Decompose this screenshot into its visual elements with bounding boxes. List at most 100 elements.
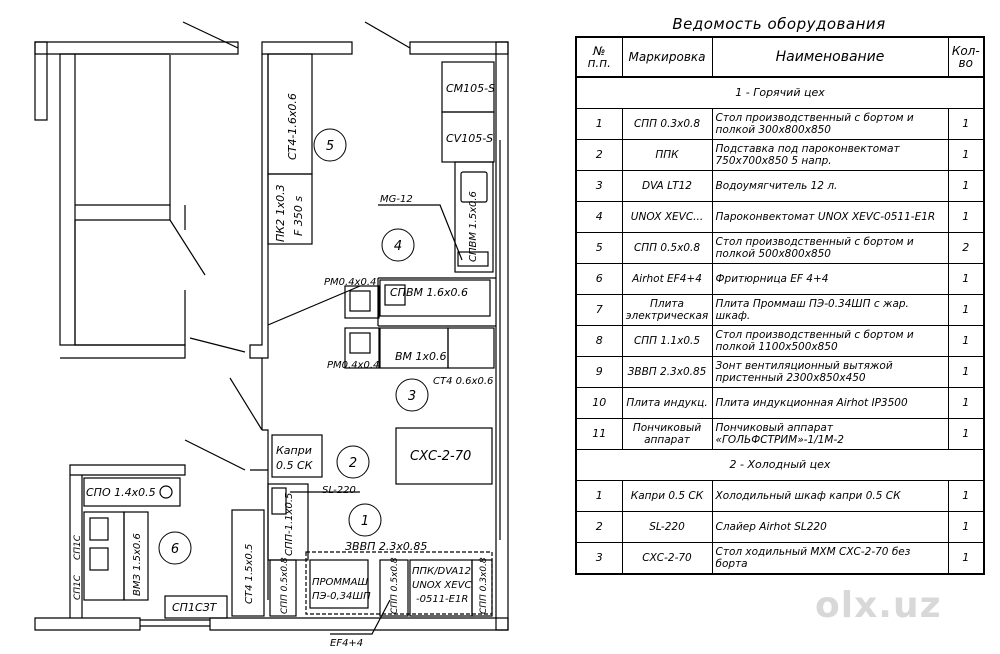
- cell-qty: 1: [947, 480, 985, 512]
- room-6-number: 6: [171, 542, 179, 557]
- cell-mark: Airhot EF4+4: [621, 263, 713, 295]
- cell-name: Плита индукционная Airhot IP3500: [711, 387, 949, 419]
- label-pk2: ПК2 1х0.3: [274, 184, 287, 242]
- label-spp05b: СПП 0.5х0.8: [390, 557, 400, 614]
- sink-r6b: [89, 547, 109, 571]
- cell-qty: 1: [947, 418, 985, 450]
- cell-mark: SL-220: [621, 511, 713, 543]
- cell-qty: 1: [947, 263, 985, 295]
- wall-top-mid: [261, 41, 353, 55]
- label-kapri2: 0.5 СК: [276, 459, 314, 472]
- cell-mark: СПП 1.1х0.5: [621, 325, 713, 357]
- section-title: 2 - Холодный цех: [575, 449, 985, 481]
- cell-qty: 1: [947, 201, 985, 233]
- header-name: Наименование: [711, 36, 949, 78]
- cell-qty: 1: [947, 108, 985, 140]
- label-sp1b: СП1С: [73, 574, 83, 600]
- cell-name: Пароконвектомат UNOX XEVC-0511-E1R: [711, 201, 949, 233]
- door-line-4: [189, 337, 246, 353]
- left-room-a: [75, 53, 171, 221]
- cell-qty: 1: [947, 170, 985, 202]
- kapri-box: [271, 434, 323, 478]
- cell-mark: UNOX XEVC...: [621, 201, 713, 233]
- room-2-number: 2: [349, 456, 357, 471]
- cell-qty: 1: [947, 387, 985, 419]
- room-5-circle: [313, 128, 347, 162]
- schedule-title: Ведомость оборудования: [672, 15, 886, 33]
- header-qty: Кол-во: [947, 36, 985, 78]
- label-spp11: СПП-1.1х0.5: [284, 493, 295, 556]
- cell-name: Подставка под пароконвектомат 750х700х85…: [711, 139, 949, 171]
- door-line-5: [229, 377, 263, 431]
- label-sl220: SL-220: [322, 485, 356, 496]
- cell-mark: Капри 0.5 СК: [621, 480, 713, 512]
- watermark-logo: olx.uz: [815, 585, 942, 626]
- label-spo: СПО 1.4х0.5: [86, 486, 156, 499]
- label-spvm16: СПВМ 1.6х0.6: [390, 286, 468, 299]
- cell-name: Водоумягчитель 12 л.: [711, 170, 949, 202]
- spo-box: [83, 477, 181, 507]
- cell-num: 3: [575, 542, 623, 575]
- cell-num: 11: [575, 418, 623, 450]
- sink-r6a: [89, 517, 109, 541]
- cell-qty: 1: [947, 356, 985, 388]
- label-unox1: ППК/DVA12: [412, 566, 471, 577]
- label-mg12: MG-12: [380, 194, 413, 205]
- cell-qty: 1: [947, 542, 985, 575]
- cell-num: 2: [575, 511, 623, 543]
- cell-name: Холодильный шкаф капри 0.5 СК: [711, 480, 949, 512]
- window-bottom: [140, 619, 210, 627]
- label-ef44: EF4+4: [330, 638, 363, 649]
- room-5-number: 5: [326, 139, 334, 154]
- label-vm1: ВМ 1х0.6: [395, 350, 447, 363]
- sp1szt-box: [164, 595, 228, 619]
- label-cm105: СМ105-S: [446, 82, 495, 95]
- spvm16-box: [379, 279, 491, 317]
- label-cv105: CV105-S: [446, 132, 493, 145]
- spvm15-box: [454, 161, 494, 273]
- cell-qty: 1: [947, 294, 985, 326]
- spo-circle: [159, 485, 173, 499]
- label-sp1a: СП1С: [73, 534, 83, 560]
- cell-num: 7: [575, 294, 623, 326]
- door-line-3: [169, 219, 206, 276]
- st4-15-box: [231, 509, 265, 617]
- label-unox3: -0511-E1R: [416, 594, 468, 605]
- rm1-bowl: [349, 290, 371, 312]
- label-kapri: Капри: [276, 444, 312, 457]
- wall-bottom: [34, 617, 141, 631]
- door-line-1: [182, 21, 239, 49]
- section-row: 1 - Горячий цех: [575, 76, 985, 109]
- cell-name: Стол производственный с бортом и полкой …: [711, 108, 949, 140]
- spp05a-box: [269, 559, 297, 617]
- cell-qty: 1: [947, 139, 985, 171]
- cell-name: Плита Проммаш ПЭ-0.34ШП с жар. шкаф.: [711, 294, 949, 326]
- cell-mark: СХС-2-70: [621, 542, 713, 575]
- label-prommash: ПРОММАШ: [312, 577, 369, 588]
- spp05b-box: [379, 559, 409, 617]
- schedule-table: № п.п. Маркировка Наименование Кол-во 1 …: [575, 36, 985, 575]
- cell-qty: 1: [947, 325, 985, 357]
- room-4-number: 4: [394, 239, 402, 254]
- cell-num: 10: [575, 387, 623, 419]
- header-num: № п.п.: [575, 36, 623, 78]
- cell-name: Фритюрница EF 4+4: [711, 263, 949, 295]
- partition-central: [249, 54, 269, 359]
- cell-mark: Плита индукц.: [621, 387, 713, 419]
- label-spvm15: СПВМ 1.5х0.6: [468, 191, 479, 262]
- floor-plan: 5 4 3 2 1 6 СМ105-S CV105-S СТ4-1.6х0.6 …: [34, 21, 509, 649]
- label-spp05a: СПП 0.5х0.8: [280, 557, 290, 614]
- cell-num: 8: [575, 325, 623, 357]
- label-unox2: UNOX XEVC: [412, 580, 471, 591]
- room6-walls: [69, 464, 186, 618]
- rm2-bowl: [349, 332, 371, 354]
